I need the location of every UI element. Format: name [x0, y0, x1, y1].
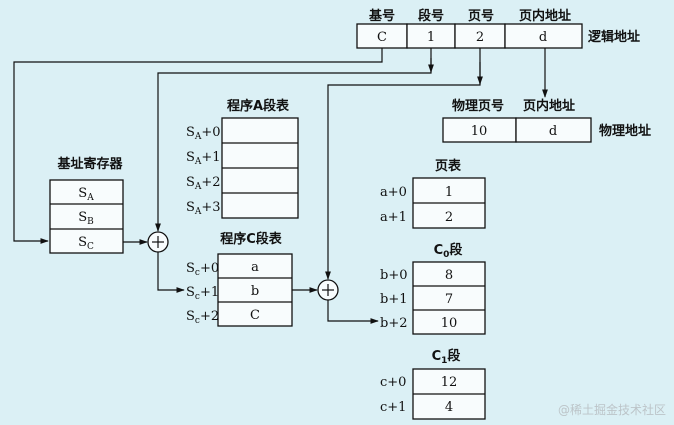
watermark-text: @稀土掘金技术社区 — [558, 402, 666, 417]
segment-table-a-row-1: SA+1 — [186, 150, 221, 167]
base-register-box — [49, 179, 124, 254]
c0-segment-title: C0段 — [434, 242, 463, 260]
segment-table-c-title: 程序C段表 — [220, 231, 283, 247]
c0-segment-row-label-1: b+1 — [380, 292, 408, 307]
c0-segment-value-1: 7 — [445, 292, 453, 307]
segment-table-c-row-label-0: Sc+0 — [186, 261, 219, 278]
logical-value-offset: d — [539, 30, 547, 45]
logical-header-base: 基号 — [368, 8, 395, 24]
c0-segment-value-2: 10 — [441, 316, 458, 331]
segment-table-c-box — [217, 253, 293, 327]
page-table-row-label-1: a+1 — [380, 210, 407, 225]
c1-segment-row-label-1: c+1 — [380, 400, 406, 415]
segment-table-a: 程序A段表 SA+0 SA+1 SA+2 SA+3 — [186, 98, 299, 219]
physical-address: 物理页号 页内地址 10 d 物理地址 — [442, 98, 651, 143]
physical-cell-page — [442, 117, 517, 143]
arrow-adder1-to-sc1 — [157, 252, 185, 293]
arrow-adder2-to-b2 — [327, 300, 379, 324]
segment-table-c-value-1: b — [251, 284, 259, 299]
physical-value-offset: d — [549, 124, 557, 139]
logical-address-label: 逻辑地址 — [588, 29, 640, 45]
c0-segment-row-label-2: b+2 — [380, 316, 408, 331]
physical-value-page: 10 — [471, 124, 488, 139]
arrow-base-to-register — [13, 48, 383, 244]
base-register-title: 基址寄存器 — [56, 156, 123, 172]
physical-address-label: 物理地址 — [599, 123, 651, 139]
logical-value-base: C — [377, 30, 387, 45]
c1-segment-row-label-0: c+0 — [380, 375, 406, 390]
logical-header-page: 页号 — [468, 9, 494, 24]
page-table-value-1: 2 — [445, 210, 453, 225]
c0-segment-row-label-0: b+0 — [380, 268, 408, 283]
physical-header-page: 物理页号 — [452, 98, 504, 114]
c0-segment-value-0: 8 — [445, 268, 453, 283]
c1-segment: C1段 c+0 c+1 12 4 — [380, 348, 486, 420]
logical-address: 基号 段号 页号 页内地址 C 1 2 d 逻辑地址 — [356, 8, 640, 49]
logical-header-segment: 段号 — [418, 8, 444, 24]
segment-table-c-row-label-1: Sc+1 — [186, 285, 219, 302]
c0-segment-box — [412, 261, 486, 335]
logical-header-offset: 页内地址 — [519, 8, 571, 24]
page-table-row-label-0: a+0 — [380, 185, 407, 200]
c0-segment: C0段 b+0 b+1 b+2 8 7 10 — [380, 242, 486, 335]
base-register: 基址寄存器 SA SB SC — [49, 156, 124, 254]
segment-table-c-row-label-2: Sc+2 — [186, 309, 219, 326]
page-table-value-0: 1 — [445, 185, 453, 200]
adder-2 — [317, 279, 339, 301]
segment-table-a-row-3: SA+3 — [186, 200, 221, 217]
segment-table-a-row-0: SA+0 — [186, 125, 221, 142]
connector-lines — [13, 48, 548, 324]
logical-value-segment: 1 — [427, 30, 435, 45]
c1-segment-value-0: 12 — [441, 375, 458, 390]
segment-table-c-value-2: C — [250, 308, 260, 323]
segment-table-a-title: 程序A段表 — [227, 98, 290, 114]
page-table: 页表 a+0 a+1 1 2 — [380, 158, 486, 229]
segment-table-a-row-2: SA+2 — [186, 175, 221, 192]
segment-table-c-value-0: a — [251, 260, 259, 275]
physical-header-offset: 页内地址 — [523, 98, 575, 114]
logical-value-page: 2 — [476, 30, 484, 45]
segment-table-c: 程序C段表 Sc+0 Sc+1 Sc+2 a b C — [186, 231, 293, 327]
adder-1 — [147, 231, 169, 253]
logical-cell-offset — [504, 23, 583, 49]
c1-segment-value-1: 4 — [445, 400, 453, 415]
c1-segment-title: C1段 — [432, 348, 461, 366]
physical-cell-offset — [515, 117, 592, 143]
page-table-title: 页表 — [435, 158, 462, 174]
